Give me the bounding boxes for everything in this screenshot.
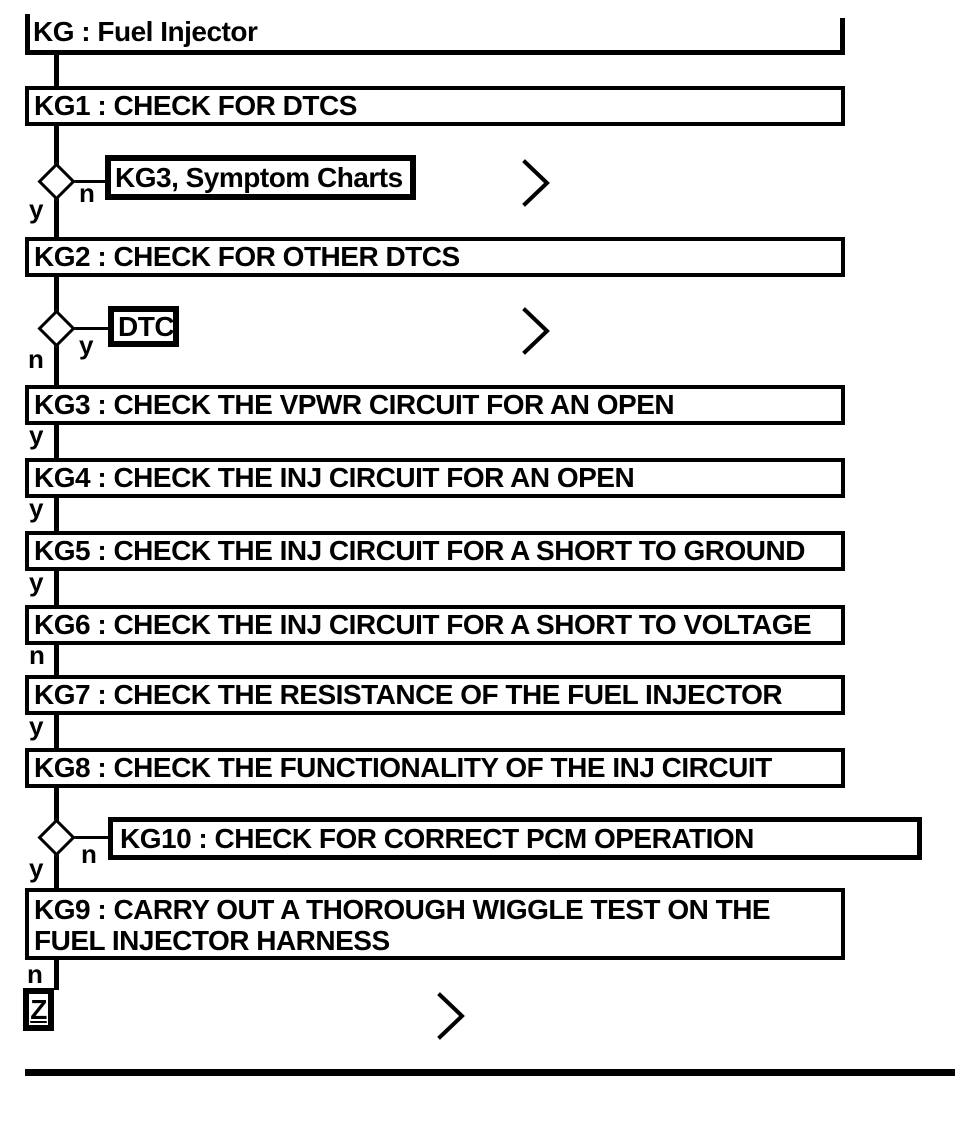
step-box-kg2: KG2 : CHECK FOR OTHER DTCS (25, 237, 845, 277)
step-label-line2: FUEL INJECTOR HARNESS (34, 925, 390, 956)
title-right-edge (840, 18, 845, 55)
step-box-kg7: KG7 : CHECK THE RESISTANCE OF THE FUEL I… (25, 675, 845, 715)
continuation-chevron-icon (522, 307, 550, 355)
branch-connector-1 (72, 180, 112, 183)
branch-label-no: n (27, 959, 43, 989)
branch-connector-3 (72, 836, 110, 839)
branch-label-no: n (79, 178, 95, 208)
step-label-line1: KG9 : CARRY OUT A THOROUGH WIGGLE TEST O… (34, 894, 771, 925)
branch-label-no: n (28, 344, 44, 374)
continuation-chevron-icon (522, 159, 550, 207)
ref-box-dtc: DTC (108, 306, 179, 347)
branch-label-yes: y (29, 194, 44, 224)
step-label: KG7 : CHECK THE RESISTANCE OF THE FUEL I… (34, 679, 783, 710)
ref-label: DTC (118, 310, 175, 342)
terminator-box-z: Z (23, 988, 54, 1031)
decision-diamond-1 (37, 162, 76, 201)
ref-label: KG3, Symptom Charts (115, 161, 403, 193)
continuation-chevron-icon (437, 992, 465, 1040)
step-box-kg9: KG9 : CARRY OUT A THOROUGH WIGGLE TEST O… (25, 888, 845, 960)
step-label: KG6 : CHECK THE INJ CIRCUIT FOR A SHORT … (34, 609, 812, 640)
terminator-label: Z (30, 993, 47, 1025)
branch-label-yes: y (29, 853, 44, 883)
step-label: KG1 : CHECK FOR DTCS (34, 90, 357, 121)
branch-label-yes: y (29, 567, 44, 597)
branch-label-no: n (29, 640, 45, 670)
step-box-kg6: KG6 : CHECK THE INJ CIRCUIT FOR A SHORT … (25, 605, 845, 645)
connector-spine (54, 50, 59, 990)
step-label: KG2 : CHECK FOR OTHER DTCS (34, 241, 460, 272)
chart-title: KG : Fuel Injector (33, 16, 258, 47)
ref-box-symptom-charts: KG3, Symptom Charts (105, 155, 416, 200)
step-box-kg1: KG1 : CHECK FOR DTCS (25, 86, 845, 126)
branch-label-yes: y (79, 330, 94, 360)
ref-box-kg10: KG10 : CHECK FOR CORRECT PCM OPERATION (108, 817, 922, 860)
step-box-kg3: KG3 : CHECK THE VPWR CIRCUIT FOR AN OPEN (25, 385, 845, 425)
step-label: KG8 : CHECK THE FUNCTIONALITY OF THE INJ… (34, 752, 772, 783)
bottom-divider (25, 1069, 955, 1076)
decision-diamond-3 (37, 818, 76, 857)
step-label: KG4 : CHECK THE INJ CIRCUIT FOR AN OPEN (34, 462, 635, 493)
title-bottom-line (25, 50, 845, 55)
branch-label-yes: y (29, 493, 44, 523)
branch-label-yes: y (29, 420, 44, 450)
ref-label: KG10 : CHECK FOR CORRECT PCM OPERATION (120, 822, 754, 854)
branch-label-yes: y (29, 711, 44, 741)
step-box-kg4: KG4 : CHECK THE INJ CIRCUIT FOR AN OPEN (25, 458, 845, 498)
branch-connector-2 (72, 327, 110, 330)
step-box-kg5: KG5 : CHECK THE INJ CIRCUIT FOR A SHORT … (25, 531, 845, 571)
branch-label-no: n (81, 839, 97, 869)
step-label: KG3 : CHECK THE VPWR CIRCUIT FOR AN OPEN (34, 389, 675, 420)
title-left-edge (25, 14, 30, 55)
step-box-kg8: KG8 : CHECK THE FUNCTIONALITY OF THE INJ… (25, 748, 845, 788)
decision-diamond-2 (37, 309, 76, 348)
step-label: KG5 : CHECK THE INJ CIRCUIT FOR A SHORT … (34, 535, 805, 566)
